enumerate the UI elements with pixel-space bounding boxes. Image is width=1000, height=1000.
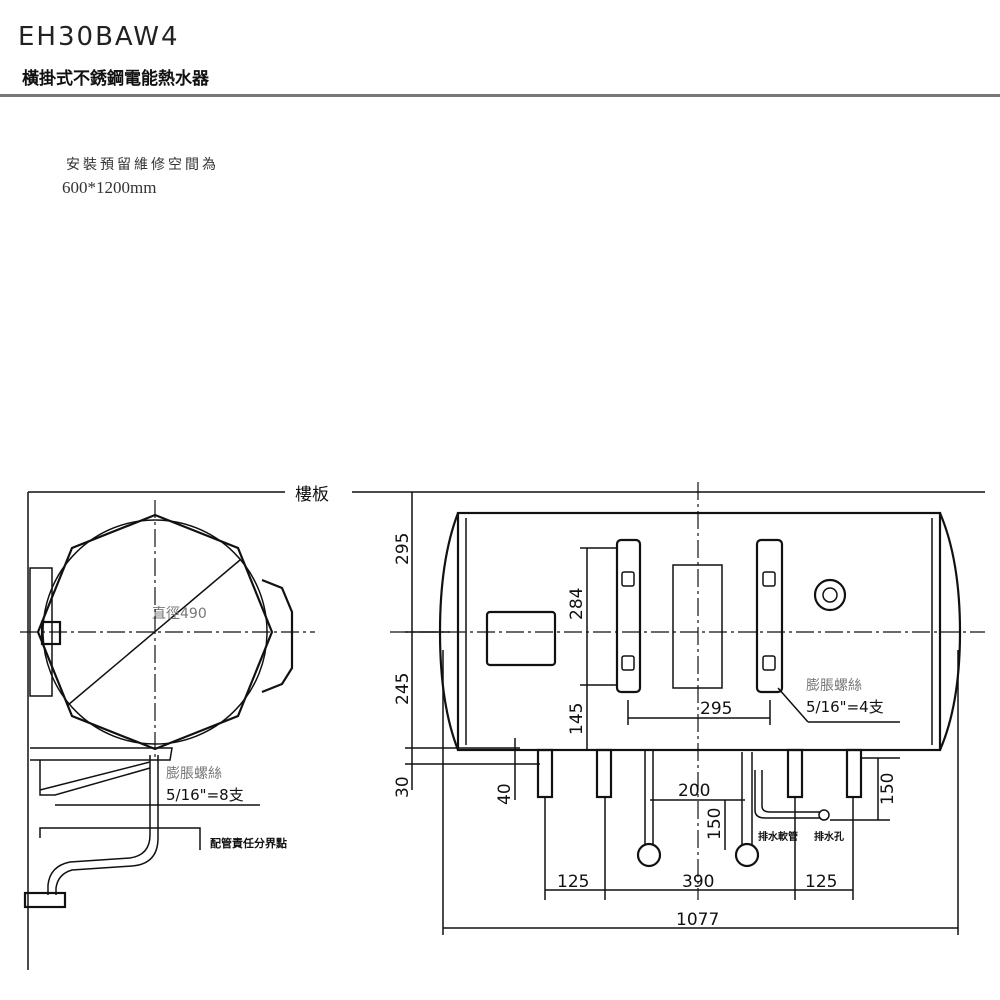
foot — [786, 748, 804, 799]
foot — [595, 748, 613, 799]
side-handle — [261, 578, 294, 694]
mount-bracket-right — [755, 538, 784, 694]
dim-1077: 1077 — [676, 910, 719, 930]
diameter-label: 直徑490 — [152, 605, 207, 622]
drain-hole — [818, 809, 830, 821]
floor-label: 樓板 — [295, 485, 329, 505]
front-bolt-label: 膨脹螺絲 — [806, 677, 862, 694]
bracket-stub — [40, 620, 62, 646]
anode-nut — [813, 578, 847, 612]
control-box — [485, 610, 557, 667]
dim-295-vertical: 295 — [393, 533, 413, 565]
dim-200: 200 — [678, 781, 710, 801]
label-plate — [672, 564, 723, 689]
clearance-value: 600*1200mm — [62, 178, 157, 197]
piping-boundary — [39, 827, 201, 850]
bolt-label: 膨脹螺絲 — [166, 765, 222, 782]
piping-label: 配管責任分界點 — [210, 836, 287, 850]
inlet-fitting — [636, 842, 662, 868]
dim-125-right: 125 — [805, 872, 837, 892]
drain-hole-label: 排水孔 — [814, 830, 844, 843]
header-divider — [0, 94, 1000, 97]
side-view: 樓板 直徑490 膨脹螺絲 5/16"=8支 配管責任分界點 — [20, 485, 985, 970]
foot — [845, 748, 863, 799]
drain-hose — [754, 770, 820, 819]
product-title: 橫掛式不銹鋼電能熱水器 — [22, 69, 209, 89]
drain-hose-label: 排水軟管 — [758, 830, 798, 843]
dim-40: 40 — [495, 783, 515, 805]
support-bracket — [30, 747, 173, 796]
dim-30: 30 — [393, 776, 413, 798]
dim-245: 245 — [393, 673, 413, 705]
outlet-pipe — [741, 752, 753, 845]
dimension-lines — [405, 492, 959, 935]
outlet-fitting — [734, 842, 760, 868]
dim-150-pipe: 150 — [705, 808, 725, 840]
dim-295-horizontal: 295 — [700, 699, 732, 719]
water-pipe — [47, 755, 159, 895]
mount-bracket-left — [615, 538, 642, 694]
dim-284: 284 — [567, 588, 587, 620]
dim-390: 390 — [682, 872, 714, 892]
dim-125-left: 125 — [557, 872, 589, 892]
right-end-cap — [938, 512, 962, 751]
foot — [536, 748, 554, 799]
dim-150-foot: 150 — [878, 773, 898, 805]
front-view: 膨脹螺絲 5/16"=4支 排水軟管 排水孔 — [390, 482, 985, 935]
clearance-note: 安裝預留維修空間為 — [66, 157, 219, 173]
valve — [23, 891, 67, 909]
bolt-spec: 5/16"=8支 — [166, 786, 244, 804]
inlet-pipe — [644, 750, 654, 845]
model-number: EH30BAW4 — [18, 22, 180, 52]
front-bolt-spec: 5/16"=4支 — [806, 698, 884, 716]
dim-145: 145 — [567, 703, 587, 735]
